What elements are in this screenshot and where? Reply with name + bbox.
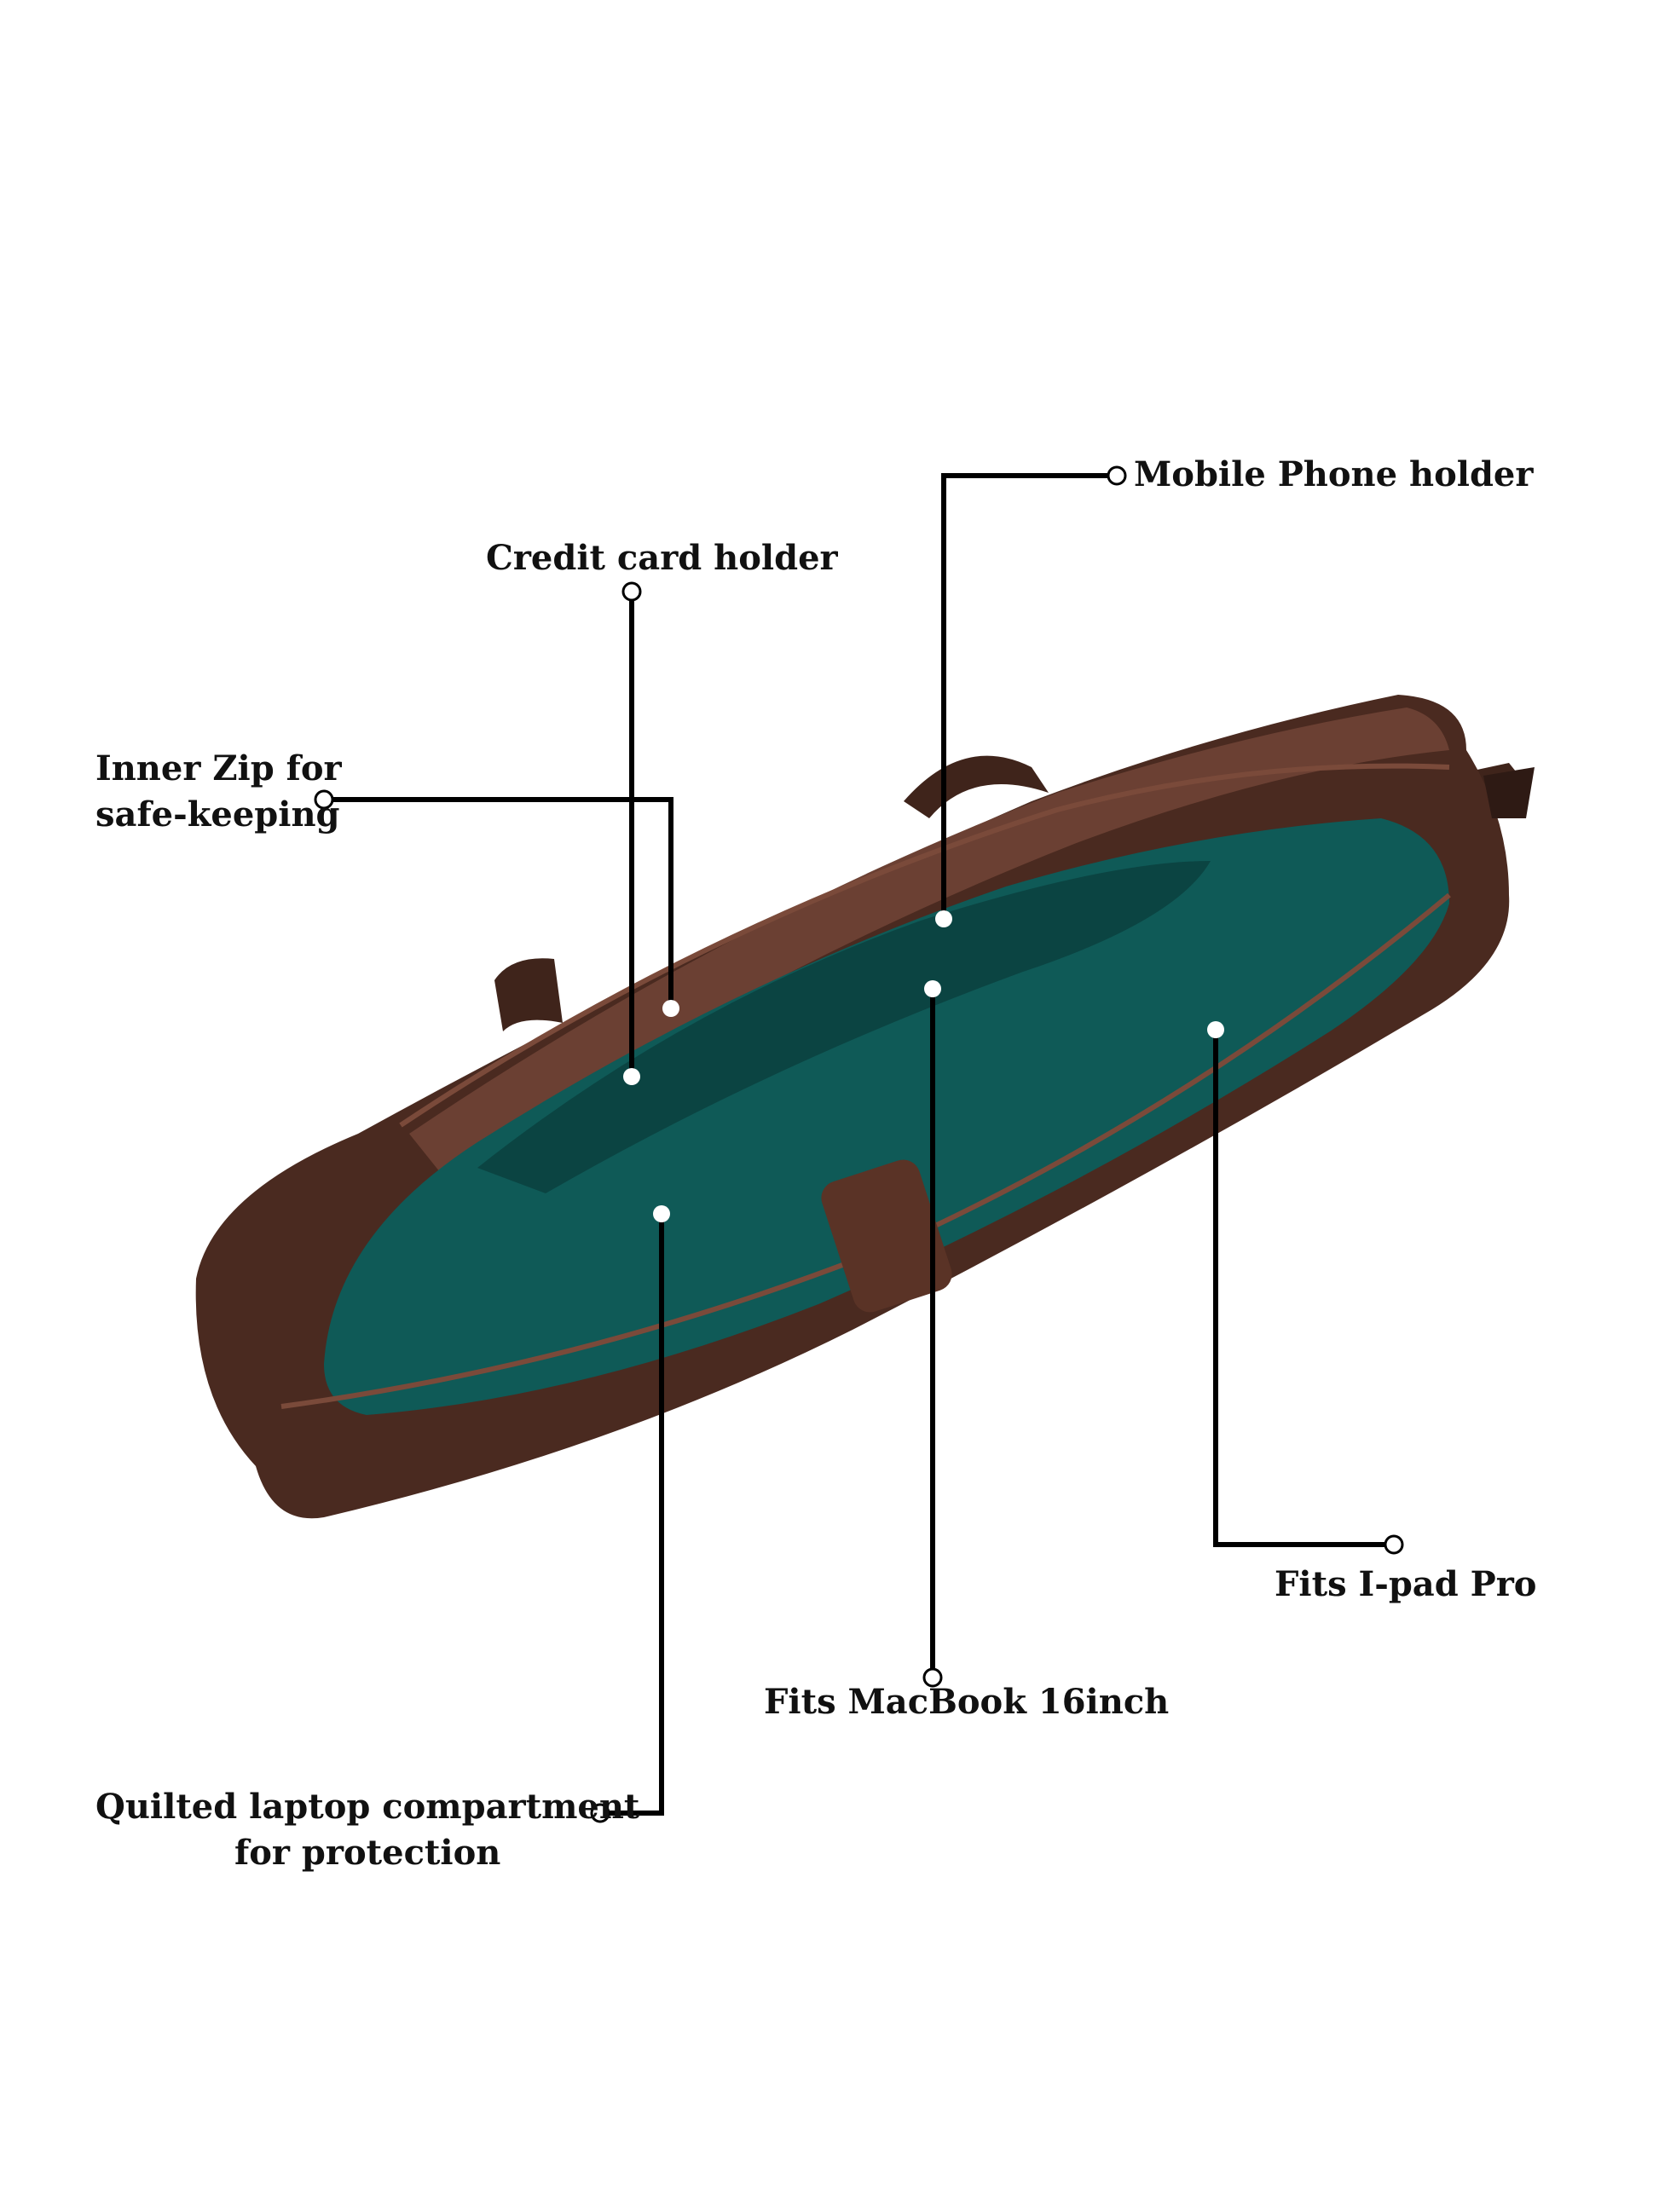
label-inner-zip-line2: safe-keeping bbox=[95, 794, 340, 835]
label-quilted-compartment: Quilted laptop compartment for protectio… bbox=[95, 1784, 639, 1876]
callout-leaders bbox=[327, 473, 1391, 1816]
terminal-dot-credit-card bbox=[621, 581, 642, 602]
anchor-dot-credit-card bbox=[623, 1068, 640, 1085]
anchor-dot-mobile-phone bbox=[935, 910, 952, 927]
label-inner-zip: Inner Zip for safe-keeping bbox=[95, 746, 342, 838]
bag-zipper-pull bbox=[1483, 767, 1535, 818]
anchor-dot-quilted bbox=[653, 1205, 670, 1222]
label-mobile-phone-holder: Mobile Phone holder bbox=[1134, 452, 1533, 498]
laptop-bag-photo bbox=[195, 695, 1535, 1519]
anchor-dot-inner-zip bbox=[662, 1000, 679, 1017]
label-fits-ipad-text: Fits I-pad Pro bbox=[1275, 1564, 1537, 1604]
leader-mobile-phone-holder bbox=[941, 473, 1114, 919]
bag-center-tab bbox=[821, 1159, 952, 1313]
leader-fits-ipad bbox=[1213, 1030, 1391, 1547]
label-fits-ipad: Fits I-pad Pro bbox=[1275, 1562, 1536, 1608]
bag-inner-pocket bbox=[477, 861, 1211, 1193]
label-fits-macbook-text: Fits MacBook 16inch bbox=[764, 1682, 1170, 1722]
bag-strap-left bbox=[494, 958, 563, 1031]
label-quilted-line1: Quilted laptop compartment bbox=[95, 1787, 640, 1827]
bag-zip-seam-back bbox=[399, 763, 1450, 1128]
terminal-dot-inner-zip bbox=[314, 789, 334, 810]
terminal-dot-ipad bbox=[1384, 1534, 1404, 1555]
anchor-dot-ipad bbox=[1207, 1021, 1224, 1038]
callout-dots bbox=[314, 465, 1404, 1823]
terminal-dot-mobile-phone bbox=[1107, 465, 1127, 486]
label-fits-macbook: Fits MacBook 16inch bbox=[764, 1679, 1169, 1725]
bag-handle-back bbox=[904, 755, 1049, 818]
leader-inner-zip bbox=[327, 797, 673, 1008]
label-inner-zip-line1: Inner Zip for bbox=[95, 748, 342, 788]
bag-lining bbox=[324, 818, 1449, 1415]
label-credit-card-holder-text: Credit card holder bbox=[486, 538, 838, 578]
anchor-dot-macbook bbox=[924, 980, 941, 997]
terminal-dot-macbook bbox=[922, 1667, 943, 1688]
label-quilted-line2: for protection bbox=[234, 1833, 501, 1873]
terminal-dot-quilted bbox=[590, 1803, 610, 1823]
label-mobile-phone-holder-text: Mobile Phone holder bbox=[1134, 454, 1534, 494]
leader-quilted-compartment bbox=[603, 1214, 664, 1816]
label-credit-card-holder: Credit card holder bbox=[486, 535, 838, 581]
